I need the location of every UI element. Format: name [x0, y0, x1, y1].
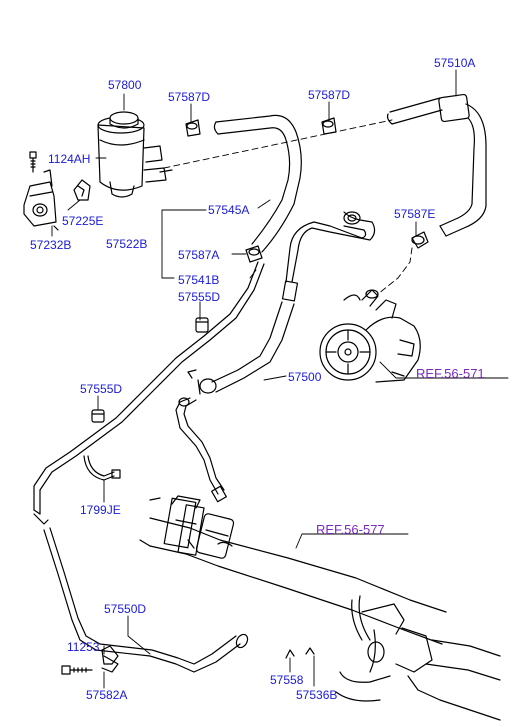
label-57536B: 57536B	[296, 688, 338, 702]
clip-57536B	[305, 647, 315, 655]
label-57555D-upper: 57555D	[178, 290, 221, 304]
label-1799JE: 1799JE	[80, 503, 121, 517]
clip-1799JE	[83, 455, 121, 481]
bolt-and-bracket-11253	[61, 645, 119, 675]
label-1124AH: 1124AH	[48, 152, 91, 166]
reference-label-pump: REF.56-571	[416, 366, 485, 381]
clip-57225E	[73, 179, 91, 201]
clip-57558	[285, 649, 295, 659]
label-57800: 57800	[108, 78, 142, 92]
label-57225E: 57225E	[62, 214, 104, 228]
clamp-57587A	[245, 245, 263, 263]
label-57587D-right: 57587D	[308, 88, 351, 102]
bolt-1124AH	[29, 151, 37, 173]
reservoir-57800	[97, 111, 173, 198]
label-57232B: 57232B	[30, 238, 72, 252]
reference-label-gear: REF.56-577	[316, 522, 385, 537]
seal-57555D-upper	[195, 317, 209, 333]
clamp-57587E	[411, 231, 429, 249]
label-11253: 11253	[67, 640, 100, 654]
label-57587D-left: 57587D	[168, 90, 211, 104]
bracket-57232B	[23, 169, 59, 231]
steering-gear	[139, 495, 501, 721]
hose-57545A	[213, 114, 302, 253]
clamp-57587D-left	[185, 119, 201, 137]
label-57510A: 57510A	[434, 56, 476, 70]
clamp-57587D-right	[321, 117, 337, 135]
seal-57555D-lower	[91, 409, 105, 423]
label-57522B: 57522B	[106, 237, 148, 251]
label-57550D: 57550D	[104, 602, 147, 616]
label-57555D-lower: 57555D	[80, 382, 123, 396]
label-57587A: 57587A	[178, 248, 220, 262]
steering-pump	[319, 289, 421, 383]
leader-lines	[51, 69, 457, 689]
label-57541B: 57541B	[178, 273, 220, 287]
label-57582A: 57582A	[86, 688, 128, 702]
label-57587E: 57587E	[394, 207, 436, 221]
hose-57510A	[386, 93, 487, 237]
label-57500: 57500	[288, 370, 322, 384]
label-57545A: 57545A	[208, 203, 250, 217]
hose-57500	[175, 211, 376, 503]
return-pipe	[33, 261, 265, 673]
label-57558: 57558	[270, 673, 304, 687]
